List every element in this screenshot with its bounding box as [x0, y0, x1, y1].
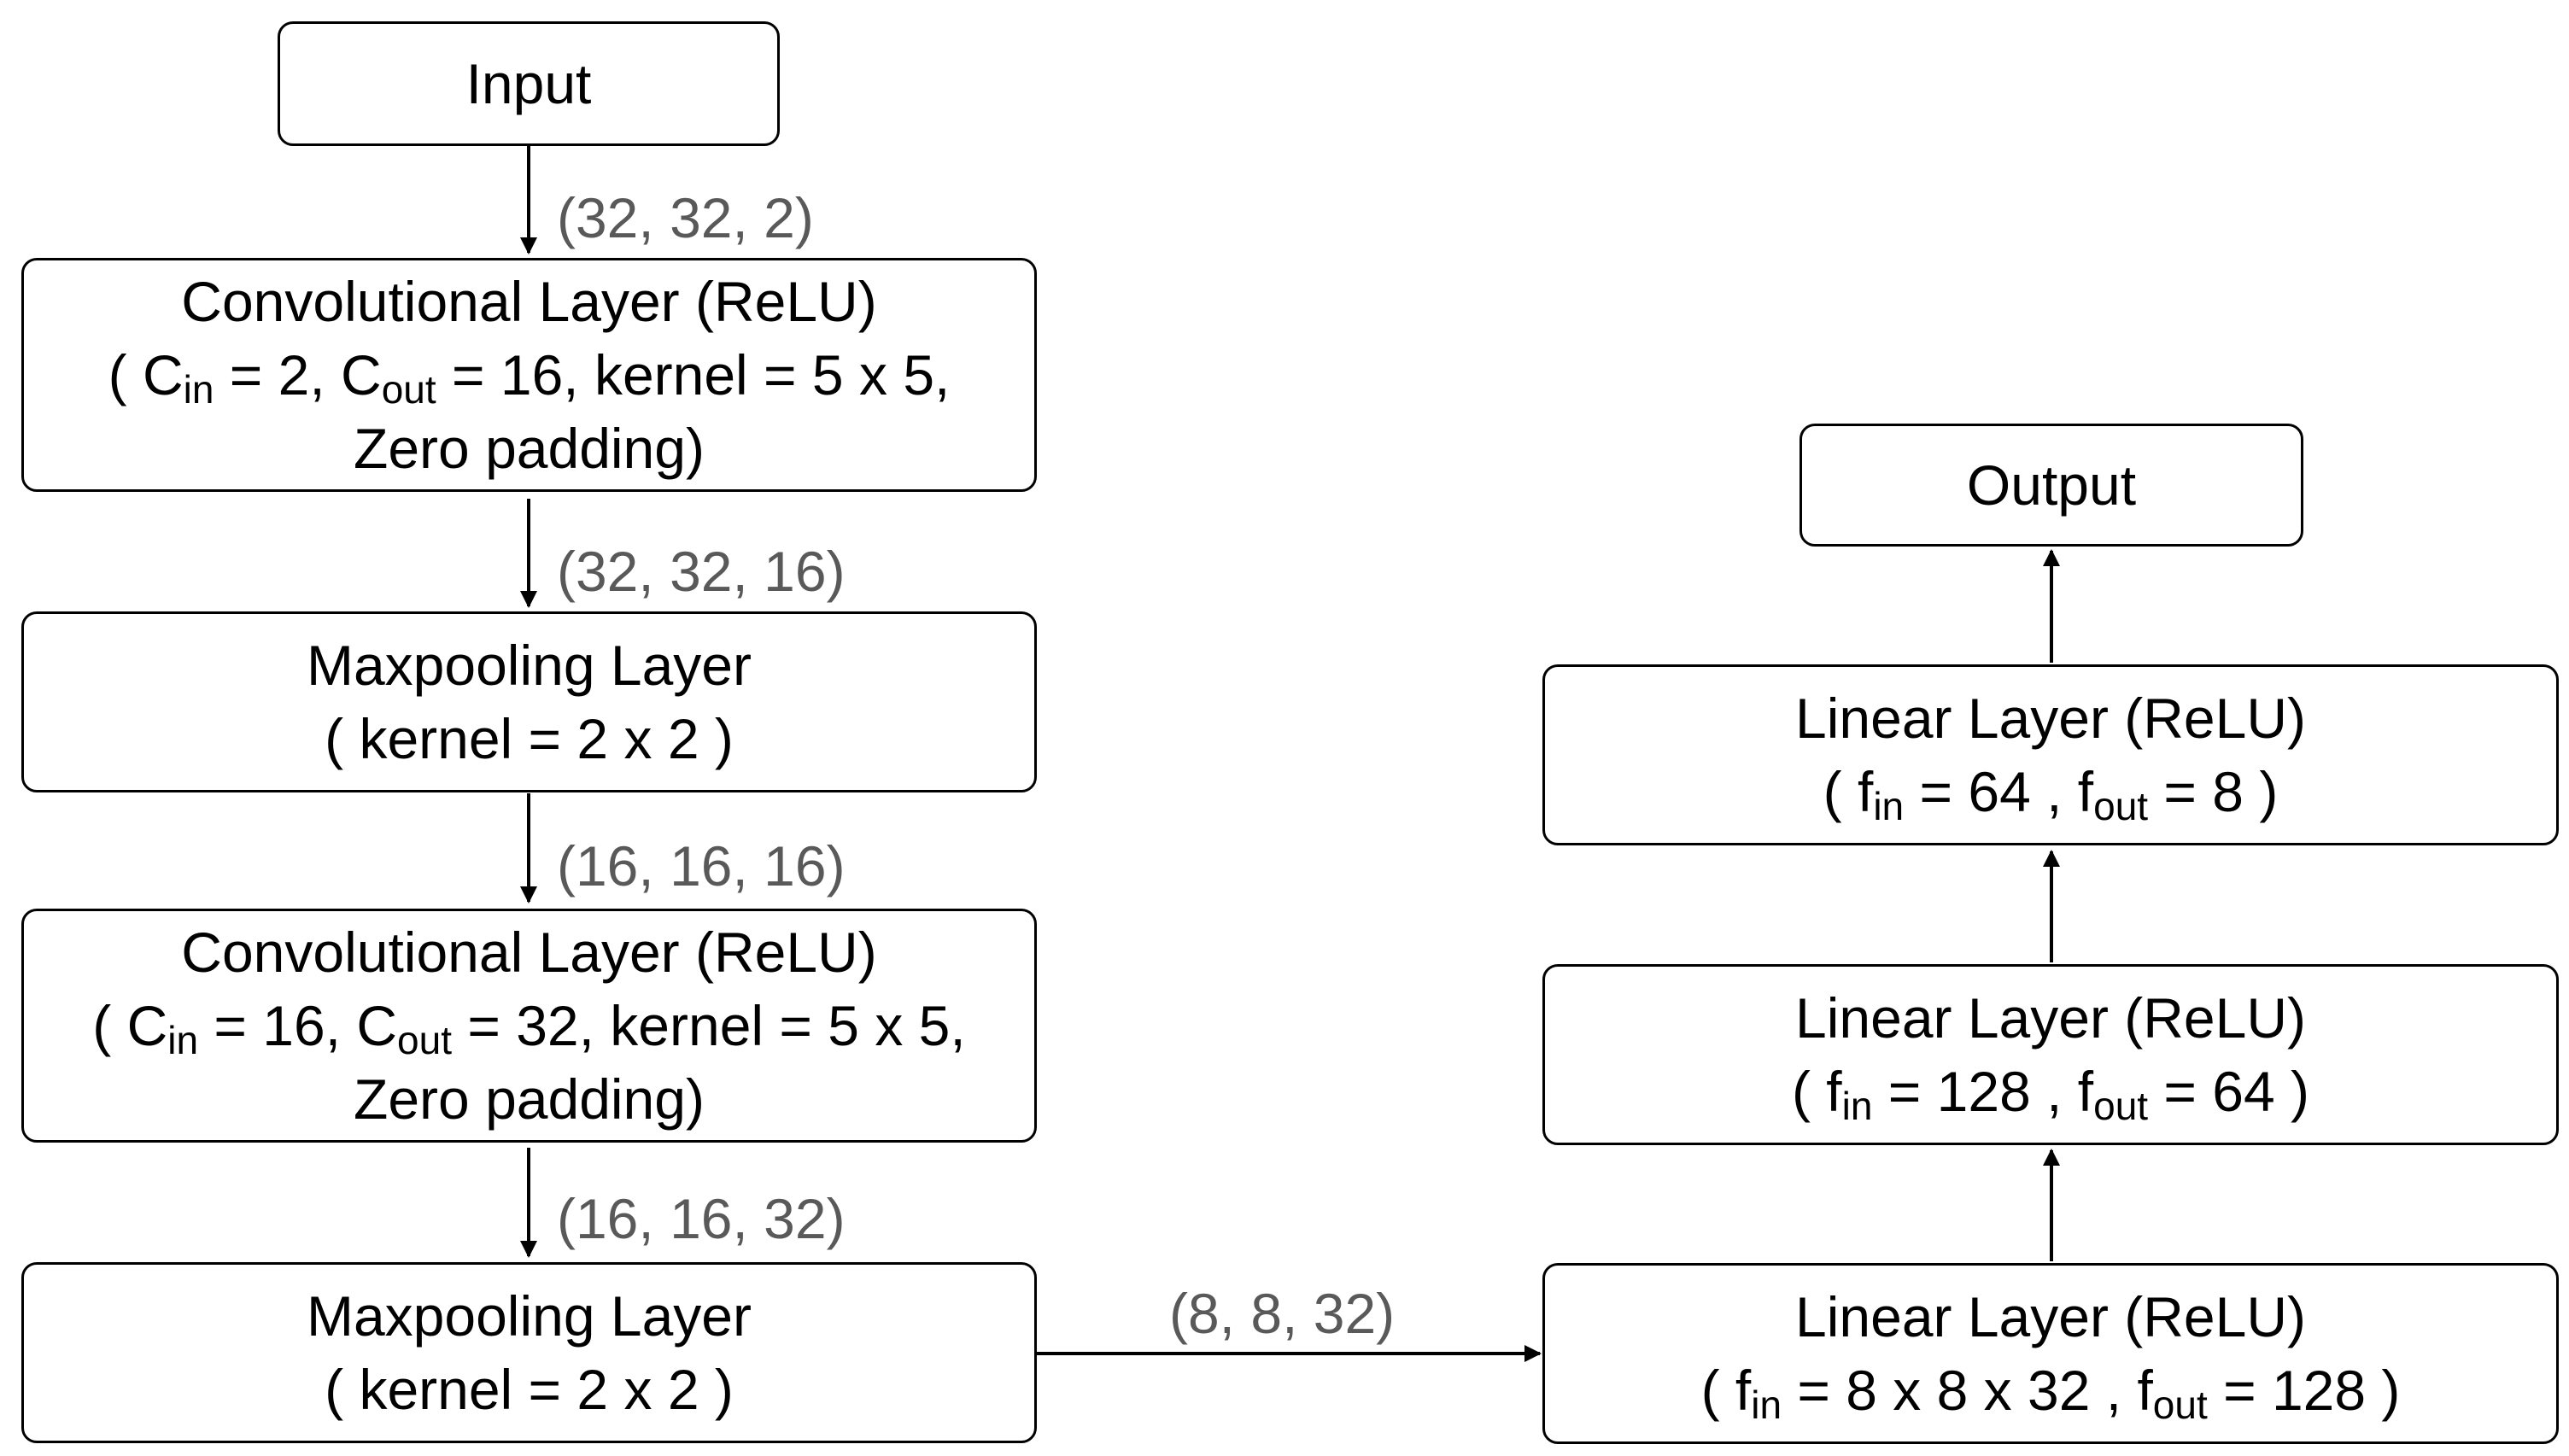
- conv-layer-2-params: ( Cin = 16, Cout = 32, kernel = 5 x 5,: [92, 994, 966, 1062]
- maxpool-layer-2-title: Maxpooling Layer: [307, 1284, 752, 1348]
- maxpool-layer-2-params: ( kernel = 2 x 2 ): [325, 1358, 734, 1421]
- output-label: Output: [1966, 453, 2137, 517]
- maxpool-layer-2: Maxpooling Layer ( kernel = 2 x 2 ): [21, 1262, 1037, 1443]
- linear-layer-3: Linear Layer (ReLU) ( fin = 64 , fout = …: [1542, 664, 2559, 845]
- conv-layer-2: Convolutional Layer (ReLU) ( Cin = 16, C…: [21, 909, 1037, 1143]
- conv-layer-1-padding: Zero padding): [354, 417, 705, 480]
- conv-layer-2-title: Convolutional Layer (ReLU): [181, 921, 877, 984]
- linear-layer-2: Linear Layer (ReLU) ( fin = 128 , fout =…: [1542, 964, 2559, 1145]
- maxpool-layer-1-params: ( kernel = 2 x 2 ): [325, 707, 734, 770]
- input-box: Input: [278, 21, 780, 146]
- input-label: Input: [465, 52, 592, 115]
- linear-layer-1: Linear Layer (ReLU) ( fin = 8 x 8 x 32 ,…: [1542, 1263, 2559, 1444]
- linear-layer-2-params: ( fin = 128 , fout = 64 ): [1791, 1060, 2310, 1128]
- conv-layer-2-padding: Zero padding): [354, 1067, 705, 1131]
- linear-layer-1-params: ( fin = 8 x 8 x 32 , fout = 128 ): [1700, 1359, 2401, 1427]
- linear-layer-3-params: ( fin = 64 , fout = 8 ): [1823, 760, 2279, 828]
- maxpool-layer-1: Maxpooling Layer ( kernel = 2 x 2 ): [21, 611, 1037, 792]
- linear-layer-2-title: Linear Layer (ReLU): [1795, 986, 2306, 1050]
- conv-layer-1: Convolutional Layer (ReLU) ( Cin = 2, Co…: [21, 258, 1037, 492]
- conv-layer-1-params: ( Cin = 2, Cout = 16, kernel = 5 x 5,: [108, 343, 951, 412]
- shape-label-pool2-to-linear1: (8, 8, 32): [1169, 1282, 1396, 1345]
- conv-layer-1-title: Convolutional Layer (ReLU): [181, 270, 877, 333]
- output-box: Output: [1799, 424, 2303, 547]
- linear-layer-3-title: Linear Layer (ReLU): [1795, 687, 2306, 750]
- shape-label-conv2-to-pool2: (16, 16, 32): [557, 1187, 846, 1250]
- shape-label-pool1-to-conv2: (16, 16, 16): [557, 834, 846, 898]
- shape-label-conv1-to-pool1: (32, 32, 16): [557, 540, 846, 603]
- shape-label-input-to-conv1: (32, 32, 2): [557, 186, 814, 249]
- maxpool-layer-1-title: Maxpooling Layer: [307, 634, 752, 697]
- linear-layer-1-title: Linear Layer (ReLU): [1795, 1285, 2306, 1348]
